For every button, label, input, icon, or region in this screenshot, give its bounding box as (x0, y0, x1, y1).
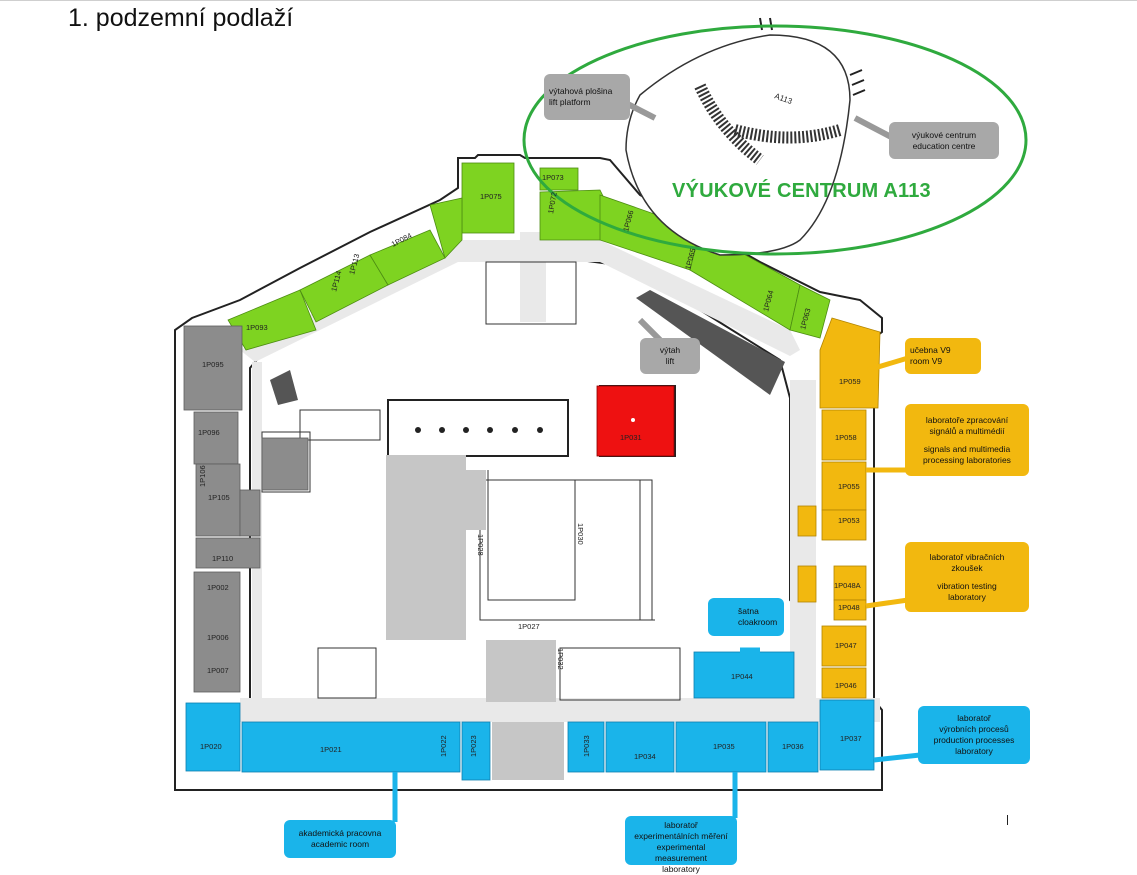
callout-line: signálů a multimédií (929, 425, 1005, 436)
orange-pointers (865, 355, 909, 609)
room-label: 1P048A (834, 581, 861, 590)
room-label: 1P048 (838, 603, 860, 612)
page-title: 1. podzemní podlaží (68, 4, 294, 32)
room-label: 1P046 (835, 681, 857, 690)
orange-rooms (797, 317, 881, 699)
room-label: 1P037 (840, 734, 862, 743)
education-centre-building (625, 17, 866, 256)
callout-line: laboratoře zpracování (925, 414, 1009, 425)
room-label: 1P035 (713, 742, 735, 751)
callout-line: academic room (310, 839, 370, 849)
callout-line: room V9 (910, 356, 943, 366)
gray-rooms (183, 325, 309, 693)
room-label: 1P095 (202, 360, 224, 369)
room-label: 1P022 (439, 735, 448, 757)
room-label: 1P021 (320, 745, 342, 754)
callout-line: výukové centrum (911, 129, 977, 140)
column-circles (415, 427, 543, 433)
room-label: 1P096 (198, 428, 220, 437)
red-room-dot (631, 418, 635, 422)
callout-room-v9: učebna V9 room V9 (905, 338, 981, 374)
callout-line: učebna V9 (910, 345, 951, 355)
room-label: 1P027 (518, 622, 540, 631)
callout-line: šatna (738, 606, 759, 616)
callout-line: lift (665, 356, 675, 366)
callout-line: experimental measurement (655, 842, 707, 863)
callout-line: education centre (912, 140, 976, 151)
callout-line: laboratory (955, 746, 993, 756)
room-label: 1P059 (839, 377, 861, 386)
callout-line: laboratoř (957, 713, 991, 723)
room-label: 1P105 (208, 493, 230, 502)
room-label: 1P072 (546, 191, 559, 214)
speckled-areas (386, 455, 564, 780)
green-rooms (227, 162, 831, 351)
room-label: 1P030 (576, 523, 585, 545)
callout-line: zkoušek (951, 562, 983, 573)
room-label: 1P020 (200, 742, 222, 751)
callout-lift: výtah lift (640, 338, 700, 374)
blue-rooms (185, 651, 875, 781)
callout-measurement-lab: laboratoř experimentálních měření experi… (625, 816, 737, 874)
staircase (270, 290, 785, 405)
room-label: 1P023 (469, 735, 478, 757)
callout-lift-platform: výtahová plošina lift platform (544, 74, 630, 120)
room-label: 1P044 (731, 672, 753, 681)
callout-line: laboratory (948, 591, 986, 602)
text-cursor-mark (1007, 815, 1008, 825)
room-label: 1P036 (782, 742, 804, 751)
callout-line: cloakroom (738, 617, 778, 627)
callout-line: processing laboratories (923, 454, 1011, 465)
room-label: 1P033 (582, 735, 591, 757)
blue-pointers (392, 647, 921, 822)
callout-education-centre: výukové centrum education centre (889, 122, 999, 159)
callout-vibration-lab: laboratoř vibračních zkoušek vibration t… (905, 542, 1029, 612)
callout-line: lift platform (549, 97, 591, 107)
top-border (0, 0, 1137, 1)
room-label: 1P031 (620, 433, 642, 442)
room-label: 1P055 (838, 482, 860, 491)
room-label: 1P002 (207, 583, 229, 592)
callout-line: laboratoř (664, 820, 698, 830)
callout-line: experimentálních měření (634, 831, 728, 841)
education-centre-ellipse (522, 24, 1028, 256)
room-1p031 (596, 385, 675, 457)
room-label: 1P028 (476, 534, 485, 556)
callout-line: laboratory (662, 864, 700, 874)
room-label: 1P093 (246, 323, 268, 332)
education-centre-heading: VÝUKOVÉ CENTRUM A113 (672, 180, 931, 202)
room-label: 1P058 (835, 433, 857, 442)
room-label: 1P007 (207, 666, 229, 675)
room-label: 1P032 (556, 648, 565, 670)
room-label: 1P053 (838, 516, 860, 525)
callout-line: výtahová plošina (549, 86, 613, 96)
room-label: 1P106 (198, 465, 207, 487)
callout-academic-room: akademická pracovna academic room (284, 820, 396, 858)
callout-line: akademická pracovna (298, 828, 382, 838)
callout-line: výrobních procesů (939, 724, 1009, 734)
room-label: 1P006 (207, 633, 229, 642)
corridors (240, 232, 880, 722)
room-label: 1P047 (835, 641, 857, 650)
callout-line: production processes (933, 735, 1015, 745)
callout-cloakroom: šatna cloakroom (708, 598, 784, 636)
callout-line: laboratoř vibračních (929, 551, 1005, 562)
callout-production-lab: laboratoř výrobních procesů production p… (918, 706, 1030, 764)
room-label: 1P034 (634, 752, 656, 761)
callout-line: signals and multimedia (923, 443, 1011, 454)
interior-lines (261, 261, 681, 701)
room-label: 1P110 (212, 554, 233, 563)
callout-line: vibration testing (937, 580, 997, 591)
callout-signal-lab: laboratoře zpracování signálů a multiméd… (905, 404, 1029, 476)
callout-line: výtah (659, 345, 681, 355)
room-label: 1P073 (542, 173, 564, 182)
room-label: 1P075 (480, 192, 502, 201)
